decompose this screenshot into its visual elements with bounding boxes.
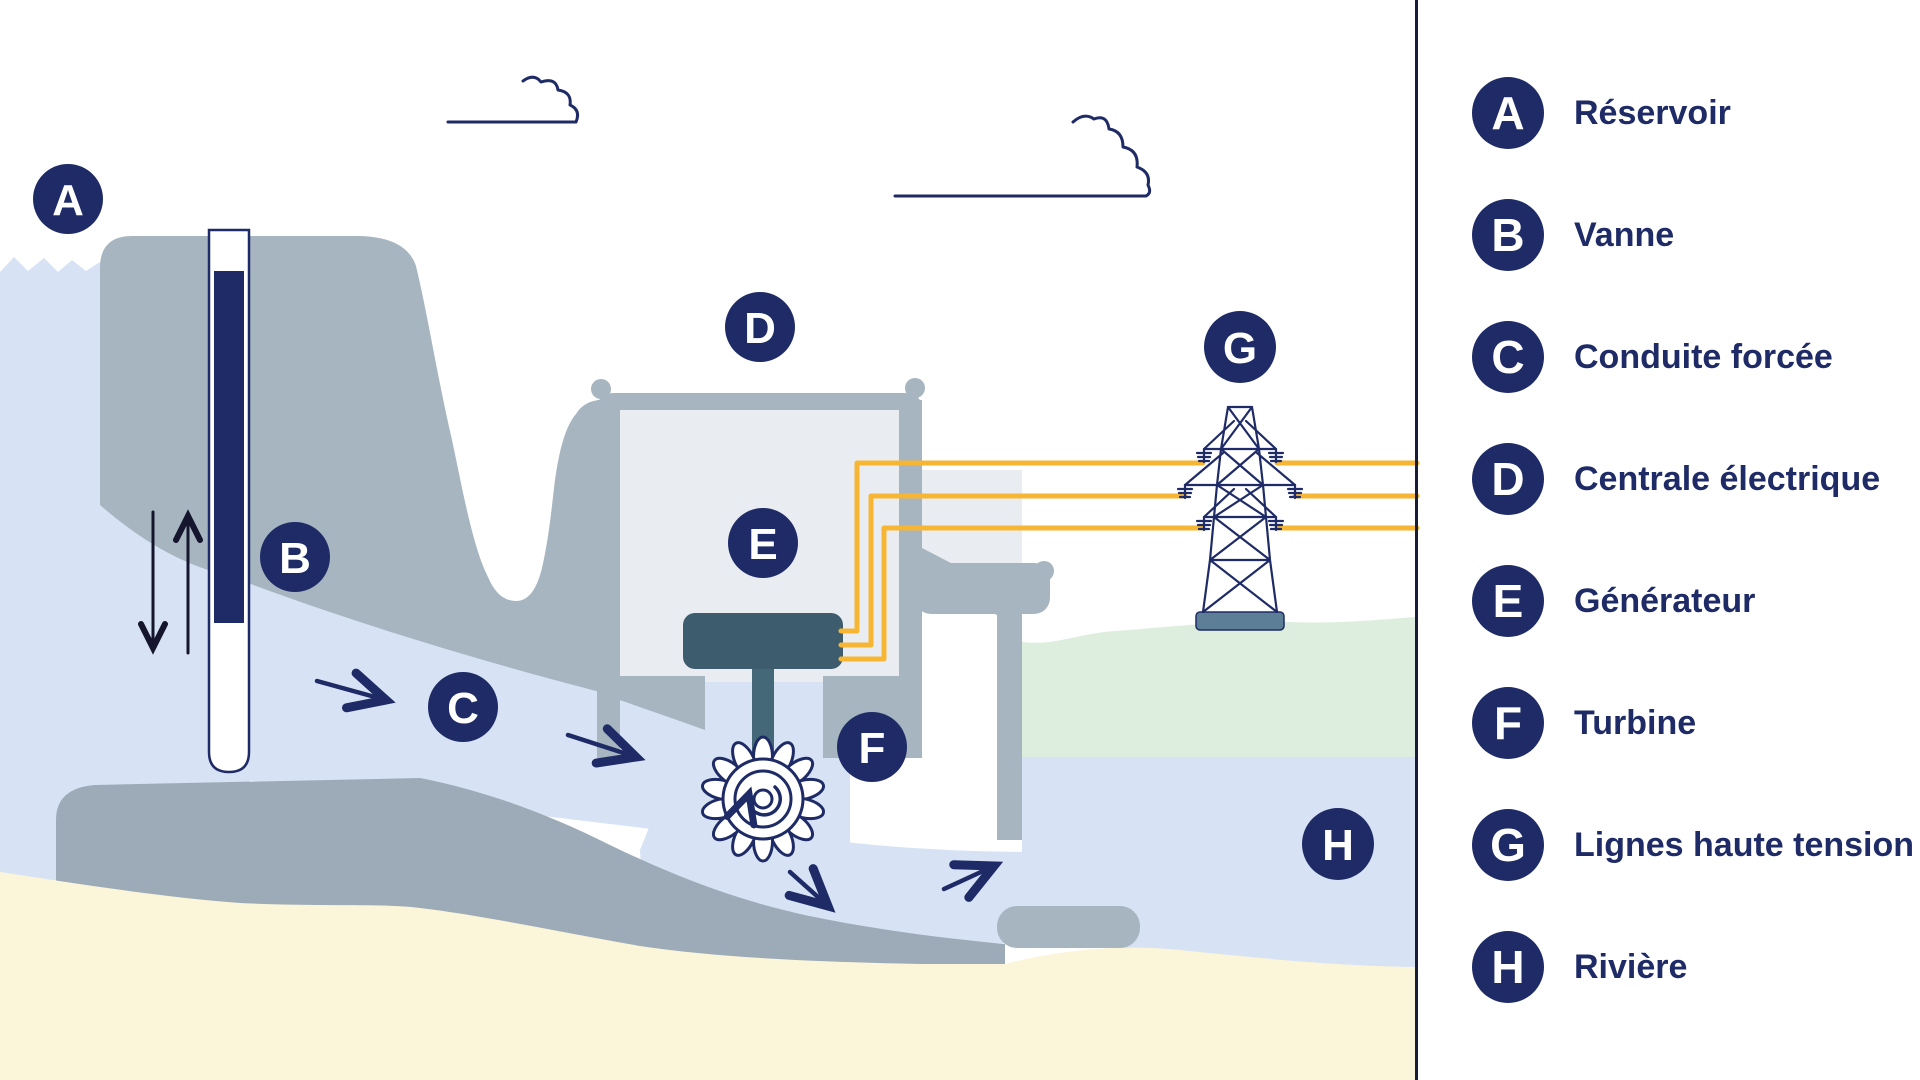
legend-badge-f: F xyxy=(1472,687,1544,759)
turbine-wheel xyxy=(700,735,826,863)
legend-label-b: Vanne xyxy=(1574,215,1675,254)
legend-label-f: Turbine xyxy=(1574,703,1697,742)
legend-item-power-lines: G Lignes haute tension xyxy=(1472,784,1914,906)
insulator-icon xyxy=(1286,483,1304,500)
badge-letter-d: D xyxy=(744,304,776,353)
power-lines xyxy=(838,460,1420,662)
flow-arrow-1 xyxy=(314,668,396,713)
legend-item-river: H Rivière xyxy=(1472,906,1914,1028)
legend-badge-d: D xyxy=(1472,443,1544,515)
legend-divider xyxy=(1415,0,1418,1080)
legend-badge-e: E xyxy=(1472,565,1544,637)
draft-wall-wedge xyxy=(922,548,1022,840)
badge-letter-f: F xyxy=(859,724,886,773)
legend-label-h: Rivière xyxy=(1574,947,1688,986)
roof-left-horn xyxy=(591,379,611,399)
badge-letter-c: C xyxy=(447,684,479,733)
clouds xyxy=(446,75,1152,198)
draft-arm-knob xyxy=(1034,561,1054,581)
tower-lattice xyxy=(1183,405,1297,614)
powerhouse-left-wall xyxy=(597,400,620,758)
diagram-badge-reservoir: A xyxy=(33,164,103,234)
insulator-icon xyxy=(1195,447,1213,464)
diagram-badges: A B C D E F G H xyxy=(33,164,1374,880)
tailrace-lip xyxy=(997,906,1140,948)
diagram-badge-generator: E xyxy=(728,508,798,578)
legend-item-generator: E Générateur xyxy=(1472,540,1914,662)
legend-badge-g: G xyxy=(1472,809,1544,881)
badge-letter-a: A xyxy=(52,176,84,225)
water-flow-arrows xyxy=(314,668,1004,913)
legend-badge-c: C xyxy=(1472,321,1544,393)
grass-field xyxy=(1022,617,1417,757)
turbine-rotation-arrow xyxy=(723,785,782,829)
legend-label-d: Centrale électrique xyxy=(1574,459,1881,498)
powerhouse xyxy=(591,378,925,758)
insulator-icon xyxy=(1195,515,1213,532)
power-line-top xyxy=(838,460,1420,634)
legend-badge-b: B xyxy=(1472,199,1544,271)
sand-ground xyxy=(0,872,1417,1080)
cloud-icon-1 xyxy=(446,75,579,124)
diagram-badge-turbine: F xyxy=(837,712,907,782)
legend-item-powerhouse: D Centrale électrique xyxy=(1472,418,1914,540)
draft-arm xyxy=(915,563,1050,614)
badge-letter-e: E xyxy=(748,520,777,569)
turbine-hub xyxy=(752,788,774,810)
badge-letter-b: B xyxy=(279,534,311,583)
diagram-badge-river: H xyxy=(1302,808,1374,880)
insulator-icon xyxy=(1267,447,1285,464)
powerhouse-right-wall xyxy=(899,400,922,758)
legend-item-reservoir: A Réservoir xyxy=(1472,52,1914,174)
diagram-badge-gate: B xyxy=(260,522,330,592)
draft-tube-structure xyxy=(915,470,1140,948)
powerhouse-annex xyxy=(922,470,1022,566)
legend-badge-a: A xyxy=(1472,77,1544,149)
legend-label-g: Lignes haute tension xyxy=(1574,825,1915,864)
flow-arrow-4 xyxy=(941,860,1004,902)
flow-arrow-3 xyxy=(784,864,836,913)
gate-leaf xyxy=(214,271,244,623)
flow-arrow-2 xyxy=(565,724,646,768)
tower-pedestal xyxy=(1195,611,1285,631)
cloud-icon-2 xyxy=(893,114,1152,198)
legend-item-penstock: C Conduite forcée xyxy=(1472,296,1914,418)
badge-letter-h: H xyxy=(1322,821,1354,870)
powerhouse-floor-left xyxy=(597,676,705,730)
badge-letter-g: G xyxy=(1223,324,1257,373)
legend-label-c: Conduite forcée xyxy=(1574,337,1833,376)
insulator-icon xyxy=(1176,483,1194,500)
diagram-badge-penstock: C xyxy=(428,672,498,742)
diagram-badge-power-lines: G xyxy=(1204,311,1276,383)
legend-badge-h: H xyxy=(1472,931,1544,1003)
power-line-middle xyxy=(838,493,1420,648)
legend-label-a: Réservoir xyxy=(1574,93,1731,132)
legend-label-e: Générateur xyxy=(1574,581,1756,620)
transmission-tower xyxy=(1176,405,1304,631)
power-line-bottom xyxy=(838,525,1420,662)
legend-item-turbine: F Turbine xyxy=(1472,662,1914,784)
generator xyxy=(683,613,843,669)
diagram-badge-powerhouse: D xyxy=(725,292,795,362)
legend-panel: A Réservoir B Vanne C Conduite forcée D … xyxy=(1472,52,1914,1028)
tower-insulators xyxy=(1176,447,1304,532)
gate-assembly xyxy=(138,228,251,774)
legend-item-gate: B Vanne xyxy=(1472,174,1914,296)
roof-right-horn xyxy=(905,378,925,398)
insulator-icon xyxy=(1267,515,1285,532)
